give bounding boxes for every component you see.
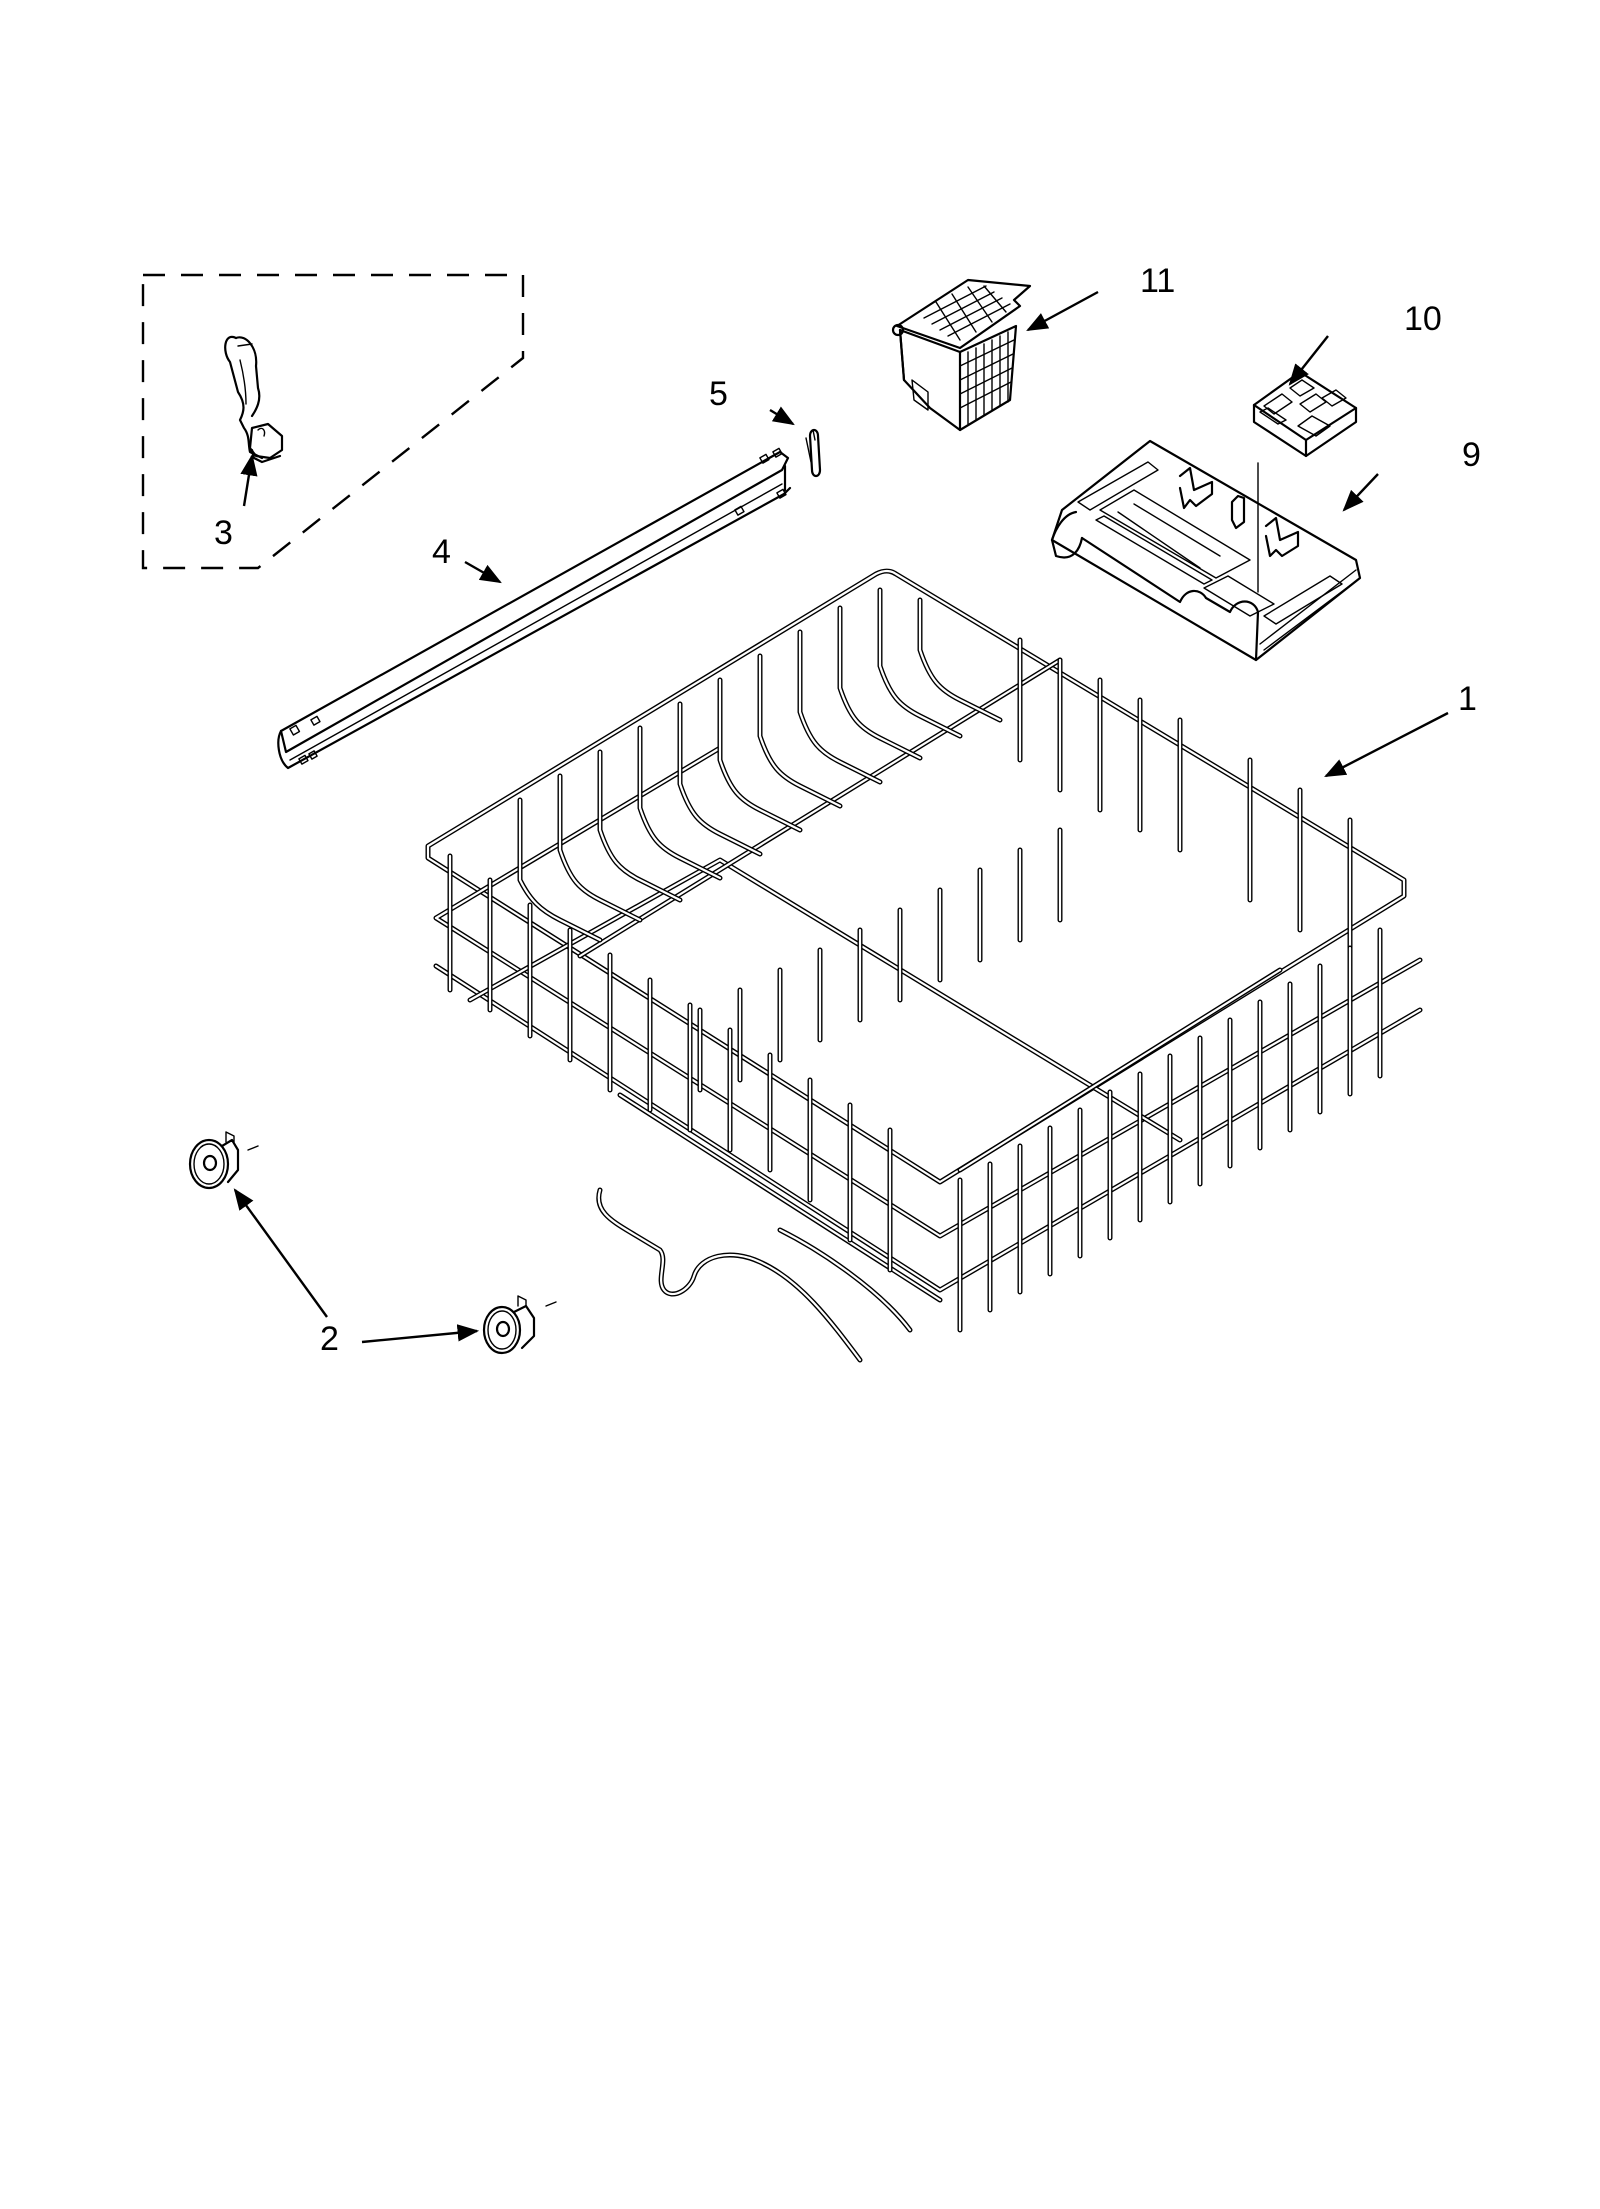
rack-track-rail-icon[interactable]: [277, 447, 792, 770]
arrow-4: [464, 560, 502, 584]
rack-wheel-icon[interactable]: [482, 1295, 557, 1355]
callout-4: 4: [432, 533, 451, 571]
arrow-2a: [233, 1188, 328, 1318]
callout-2: 2: [320, 1320, 339, 1358]
silverware-basket-icon[interactable]: [891, 278, 1032, 432]
callout-5: 5: [709, 375, 728, 413]
callout-1: 1: [1458, 680, 1477, 718]
utensil-tray-icon[interactable]: [1050, 439, 1362, 662]
arrow-10: [1288, 335, 1329, 386]
callout-11: 11: [1140, 262, 1176, 300]
rail-end-cap-icon[interactable]: [805, 428, 822, 478]
arrow-3: [240, 453, 258, 507]
callout-3: 3: [214, 514, 233, 552]
arrow-5: [769, 406, 795, 426]
arrow-2b: [361, 1324, 480, 1344]
inset-box-dashed: [141, 273, 525, 570]
rack-wheel-icon[interactable]: [188, 1131, 259, 1190]
callout-9: 9: [1462, 436, 1481, 474]
callout-10: 10: [1404, 300, 1442, 338]
upper-rack-icon[interactable]: [425, 568, 1423, 1363]
rack-clip-icon[interactable]: [224, 335, 284, 464]
tray-insert-icon[interactable]: [1252, 370, 1358, 458]
arrow-1: [1324, 711, 1449, 778]
arrow-11: [1026, 290, 1099, 332]
arrow-9: [1342, 473, 1379, 512]
